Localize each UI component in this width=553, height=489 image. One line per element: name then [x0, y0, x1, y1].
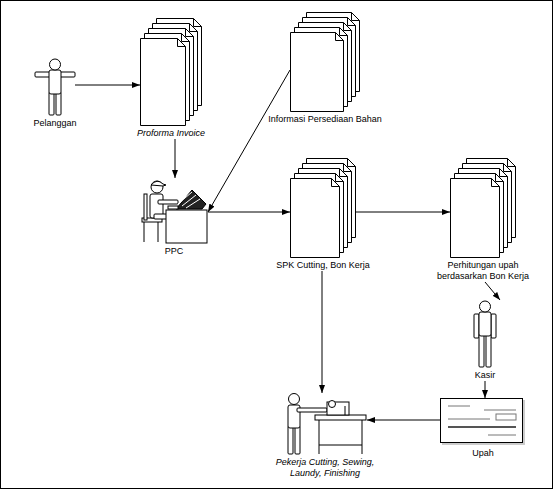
flow-arrow — [208, 70, 290, 212]
check-line — [448, 426, 516, 428]
operator-cap — [151, 181, 166, 186]
figure-leg — [49, 92, 54, 115]
flow-arrow — [208, 212, 290, 213]
page-fold — [344, 23, 352, 31]
page-fold — [190, 24, 198, 32]
worker-arm — [297, 408, 327, 412]
worker-head — [289, 394, 300, 405]
page-fold — [340, 169, 348, 177]
figure-torso — [479, 312, 491, 336]
node-label: Proforma Invoice — [121, 128, 221, 139]
figure-leg — [479, 334, 484, 367]
node-label: PPC — [144, 246, 204, 257]
document-stack: SPK Cutting, Bon Kerja — [290, 158, 356, 271]
worker-leg — [295, 426, 300, 454]
document-stack-outline — [450, 158, 516, 258]
page-fold — [500, 169, 508, 177]
desk-body — [166, 210, 207, 243]
check-paper — [441, 399, 523, 443]
page-fold — [332, 179, 340, 187]
page-fold — [352, 13, 360, 21]
document-page — [141, 39, 186, 126]
check-line — [448, 419, 490, 420]
page-fold — [336, 33, 344, 41]
actor-figure: Pelanggan — [35, 58, 75, 129]
page-fold — [186, 29, 194, 37]
page-fold — [182, 34, 190, 42]
worker-leg — [288, 426, 293, 454]
node-label: Kasir — [455, 370, 515, 381]
flow-arrow — [367, 420, 440, 421]
page-fold — [504, 164, 512, 172]
machine-wheel — [329, 401, 336, 408]
document-stack: Proforma Invoice — [140, 18, 202, 139]
chair-back — [144, 194, 147, 220]
figure-head — [50, 59, 61, 70]
document-stack-outline — [290, 158, 356, 258]
node-label: SPK Cutting, Bon Kerja — [258, 260, 388, 271]
operator-desk: PPC — [140, 178, 208, 257]
document-page — [451, 179, 500, 258]
table-leg — [362, 420, 363, 454]
worker-machine: Pekerja Cutting, Sewing, Laundy, Finishi… — [283, 393, 367, 479]
page-fold — [194, 19, 202, 27]
screen-lines — [178, 192, 200, 208]
figure-arm — [474, 314, 479, 338]
pay-check: Upah — [440, 398, 526, 459]
figure-head — [480, 301, 491, 312]
flow-arrow — [485, 282, 500, 300]
document-stack: Perhitungan upah berdasarkan Bon Kerja — [450, 158, 516, 282]
node-label: Upah — [453, 448, 513, 459]
page-fold — [344, 164, 352, 172]
worker-machine-outline — [283, 393, 367, 455]
page-fold — [496, 174, 504, 182]
page-fold — [348, 18, 356, 26]
figure-leg — [486, 334, 491, 367]
page-fold — [492, 179, 500, 187]
document-stack: Informasi Persediaan Bahan — [290, 12, 360, 125]
flow-arrow — [485, 381, 486, 398]
flow-arrow — [322, 271, 323, 393]
operator-desk-outline — [140, 178, 208, 244]
flow-arrow — [356, 212, 450, 213]
check-line — [448, 406, 470, 407]
page-fold — [508, 159, 516, 167]
document-page — [291, 33, 344, 112]
document-stack-outline — [140, 18, 202, 126]
node-label: Perhitungan upah berdasarkan Bon Kerja — [431, 260, 536, 282]
page-fold — [178, 39, 186, 47]
check-line — [488, 435, 516, 436]
check-amount — [496, 414, 516, 420]
page-fold — [348, 159, 356, 167]
table-top — [315, 415, 366, 420]
actor-figure-outline — [465, 300, 505, 368]
chair-leg — [158, 222, 159, 242]
figure-arm — [491, 314, 496, 338]
pay-check-outline — [440, 398, 526, 446]
check-line — [484, 410, 516, 411]
node-label: Informasi Persediaan Bahan — [250, 114, 400, 125]
table-leg — [319, 420, 320, 454]
flow-arrow — [175, 139, 176, 178]
machine-needle — [345, 406, 346, 415]
monitor-screen — [176, 190, 206, 209]
figure-torso — [49, 70, 61, 94]
document-stack-outline — [290, 12, 360, 112]
keyboard — [168, 206, 178, 209]
figure-leg — [56, 92, 61, 115]
page-fold — [336, 174, 344, 182]
actor-figure: Kasir — [465, 300, 505, 381]
operator-arm — [158, 200, 178, 204]
table-bar — [319, 445, 362, 446]
node-label: Pelanggan — [15, 118, 95, 129]
flow-arrow — [75, 85, 140, 86]
chair-leg — [144, 222, 145, 242]
document-page — [291, 179, 340, 258]
page-fold — [340, 28, 348, 36]
actor-figure-outline — [35, 58, 75, 116]
node-label: Pekerja Cutting, Sewing, Laundy, Finishi… — [266, 457, 384, 479]
